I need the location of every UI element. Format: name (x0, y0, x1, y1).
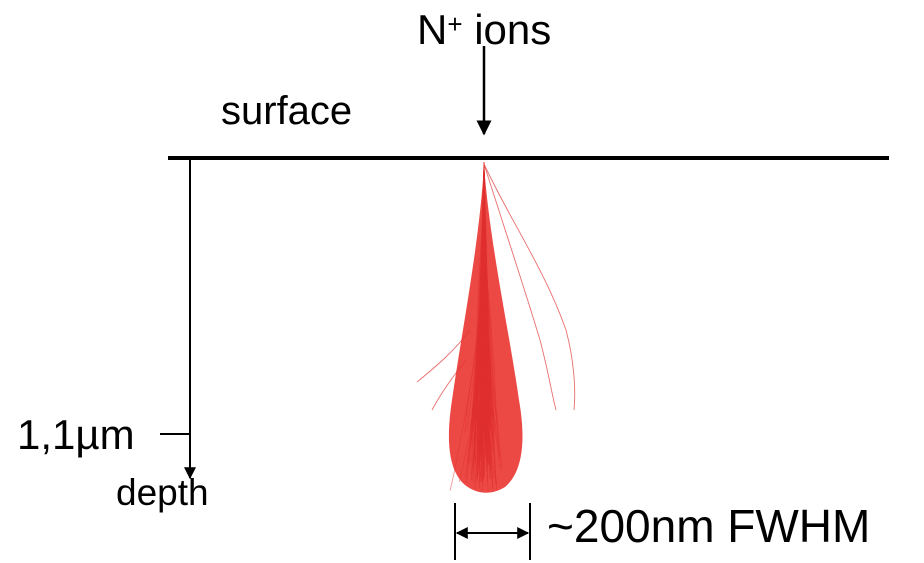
ion-track (483, 161, 497, 416)
ion-track (477, 161, 485, 433)
ion-track-stray (483, 163, 557, 411)
ion-track (483, 161, 486, 441)
depth-value-label: 1,1µm (17, 411, 135, 458)
beam-width-label: ~200nm FWHM (547, 500, 871, 552)
ion-track-stray (431, 359, 467, 411)
ions-word-label: ions (462, 6, 552, 53)
ion-beam-label: N+ ions (417, 9, 551, 51)
surface-label: surface (221, 89, 353, 133)
ion-track-cascade (416, 161, 576, 493)
ion-charge-superscript: + (447, 9, 463, 39)
ion-species-label: N (417, 6, 448, 53)
ion-track-stray (483, 163, 576, 411)
depth-axis-label: depth (116, 472, 209, 513)
fwhm-width-marker (454, 503, 531, 560)
ion-track-stray (416, 329, 471, 383)
